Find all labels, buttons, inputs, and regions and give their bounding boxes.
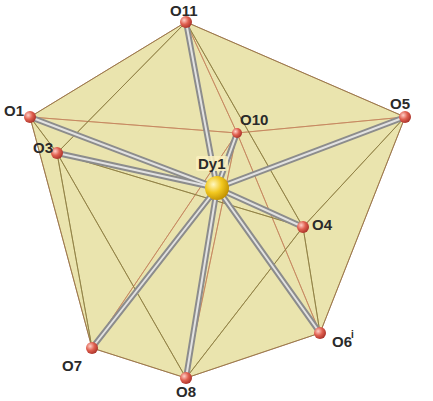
atom-label: O5	[390, 96, 410, 111]
atom-label: O7	[62, 358, 82, 373]
atom-label: O3	[33, 140, 53, 155]
atom-label: Dy1	[196, 156, 228, 171]
atom-label: O1	[4, 103, 24, 118]
atom-label: O8	[176, 384, 196, 399]
atom-label: O11	[170, 3, 198, 18]
atom-label: i	[351, 330, 354, 340]
atom-label: O10	[240, 112, 268, 127]
atom-label: O4	[312, 217, 332, 232]
atom-label: O6	[332, 334, 352, 349]
